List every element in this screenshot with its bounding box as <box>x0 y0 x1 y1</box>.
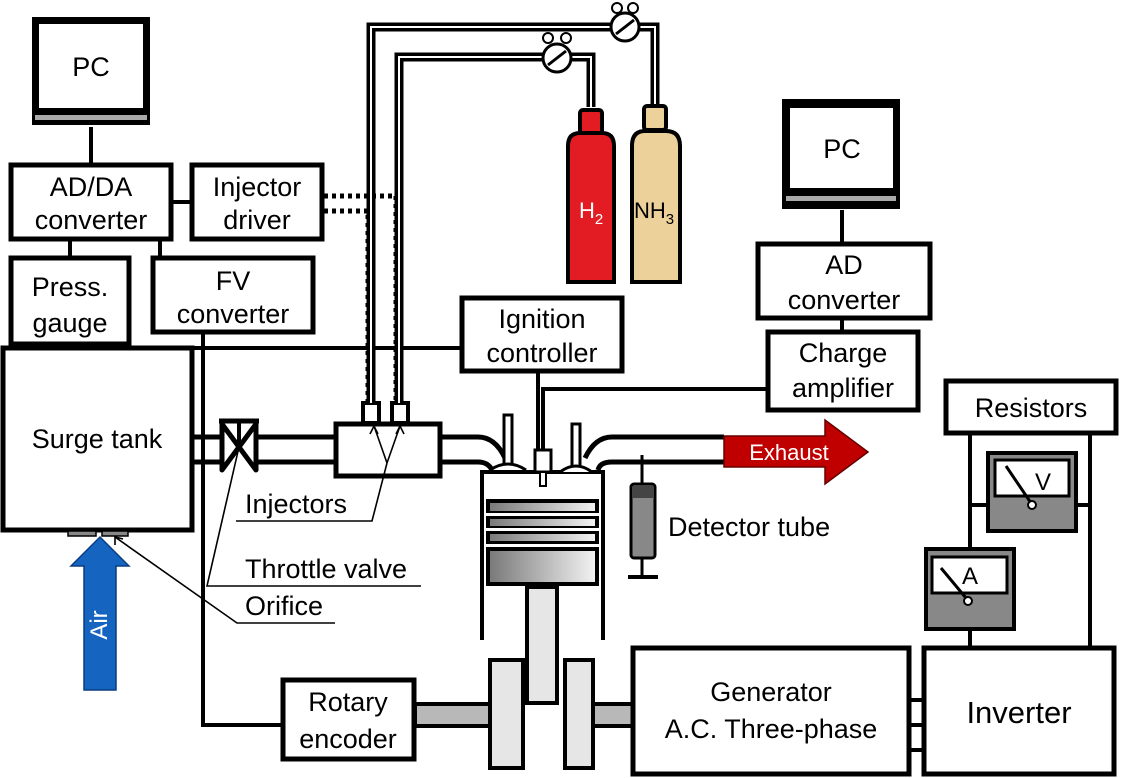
crank-web-right <box>563 658 595 770</box>
svg-text:converter: converter <box>788 285 901 315</box>
injector-signal-line-2 <box>324 193 399 405</box>
ignition-controller-box: Ignition controller <box>459 295 625 374</box>
nh3-cylinder: NH3 <box>630 104 682 284</box>
voltmeter-icon: V <box>986 451 1078 533</box>
svg-text:Inverter: Inverter <box>966 695 1071 730</box>
svg-text:Press.: Press. <box>32 272 109 302</box>
svg-text:NH3: NH3 <box>634 198 674 228</box>
svg-text:controller: controller <box>486 338 597 368</box>
svg-text:Injectors: Injectors <box>245 489 347 519</box>
fv-to-encoder-wire <box>201 333 283 727</box>
ad-converter-box: AD converter <box>755 241 933 321</box>
ammeter-icon: A <box>924 547 1016 631</box>
throttle-valve-icon <box>219 418 259 473</box>
throttle-valve-callout: Throttle valve <box>205 446 421 587</box>
svg-text:Ignition: Ignition <box>498 304 585 334</box>
pressure-sensor-wire <box>541 387 768 450</box>
detector-tube-label: Detector tube <box>668 512 830 542</box>
connecting-rod <box>525 585 559 705</box>
ad-da-converter-box: AD/DA converter <box>8 162 174 242</box>
svg-text:driver: driver <box>223 205 291 235</box>
exhaust-pipe-bottom <box>595 459 724 471</box>
spark-plug <box>533 448 553 474</box>
svg-text:AD: AD <box>825 250 863 280</box>
svg-text:converter: converter <box>177 299 290 329</box>
inverter-box: Inverter <box>921 645 1117 777</box>
svg-text:Injector: Injector <box>213 172 302 202</box>
rotary-encoder-box: Rotary encoder <box>280 677 417 762</box>
svg-text:AD/DA: AD/DA <box>50 172 133 202</box>
generator-box: Generator A.C. Three-phase <box>630 645 912 777</box>
svg-text:Surge tank: Surge tank <box>32 424 163 454</box>
crank-shaft <box>413 658 635 770</box>
exhaust-arrow: Exhaust <box>723 418 870 486</box>
exhaust-valve <box>570 422 582 470</box>
right-pc-monitor: PC <box>782 99 900 209</box>
intake-port-top <box>440 434 508 460</box>
intake-port-bottom <box>440 459 495 472</box>
h2-regulator-icon <box>541 32 573 74</box>
svg-text:A: A <box>962 563 978 590</box>
svg-text:A.C. Three-phase: A.C. Three-phase <box>665 714 878 744</box>
svg-text:encoder: encoder <box>299 724 397 754</box>
injector-signal-line-1 <box>324 208 371 405</box>
orifice-callout: Orifice <box>114 535 335 624</box>
svg-text:H2: H2 <box>579 198 603 228</box>
intake-valve <box>502 413 514 469</box>
svg-text:Throttle valve: Throttle valve <box>245 554 407 584</box>
svg-text:Generator: Generator <box>710 677 832 707</box>
left-pc-monitor: PC <box>32 17 150 125</box>
left-pc-label: PC <box>72 52 110 82</box>
injector-driver-box: Injector driver <box>189 162 325 242</box>
svg-text:Charge: Charge <box>799 338 888 368</box>
pressure-gauge-box: Press. gauge <box>8 255 132 347</box>
crank-web-left <box>488 658 525 770</box>
injector-2 <box>390 401 410 425</box>
h2-cylinder: H2 <box>566 108 616 284</box>
svg-text:Rotary: Rotary <box>308 687 388 717</box>
svg-text:gauge: gauge <box>32 308 107 338</box>
detector-tube-icon <box>628 455 658 579</box>
charge-amplifier-box: Charge amplifier <box>765 329 921 413</box>
air-arrow: Air <box>69 535 131 691</box>
exhaust-pipe-top <box>582 434 724 460</box>
injector-manifold <box>333 401 443 479</box>
svg-text:amplifier: amplifier <box>792 373 894 403</box>
svg-text:Orifice: Orifice <box>245 591 323 621</box>
engine-cylinder <box>480 413 605 705</box>
svg-text:V: V <box>1035 469 1051 496</box>
svg-text:FV: FV <box>216 266 251 296</box>
exhaust-label: Exhaust <box>749 440 829 465</box>
fv-converter-box: FV converter <box>150 255 316 335</box>
gas-supply-lines <box>366 22 660 403</box>
resistors-box: Resistors <box>943 378 1119 436</box>
injectors-callout: Injectors <box>236 424 405 522</box>
injector-1 <box>361 401 381 425</box>
svg-text:converter: converter <box>35 205 148 235</box>
svg-text:PC: PC <box>823 134 861 164</box>
svg-text:Resistors: Resistors <box>975 393 1088 423</box>
orifice <box>67 530 129 537</box>
nh3-regulator-icon <box>609 2 641 43</box>
air-label: Air <box>86 610 113 639</box>
surge-tank: Surge tank <box>0 345 195 533</box>
